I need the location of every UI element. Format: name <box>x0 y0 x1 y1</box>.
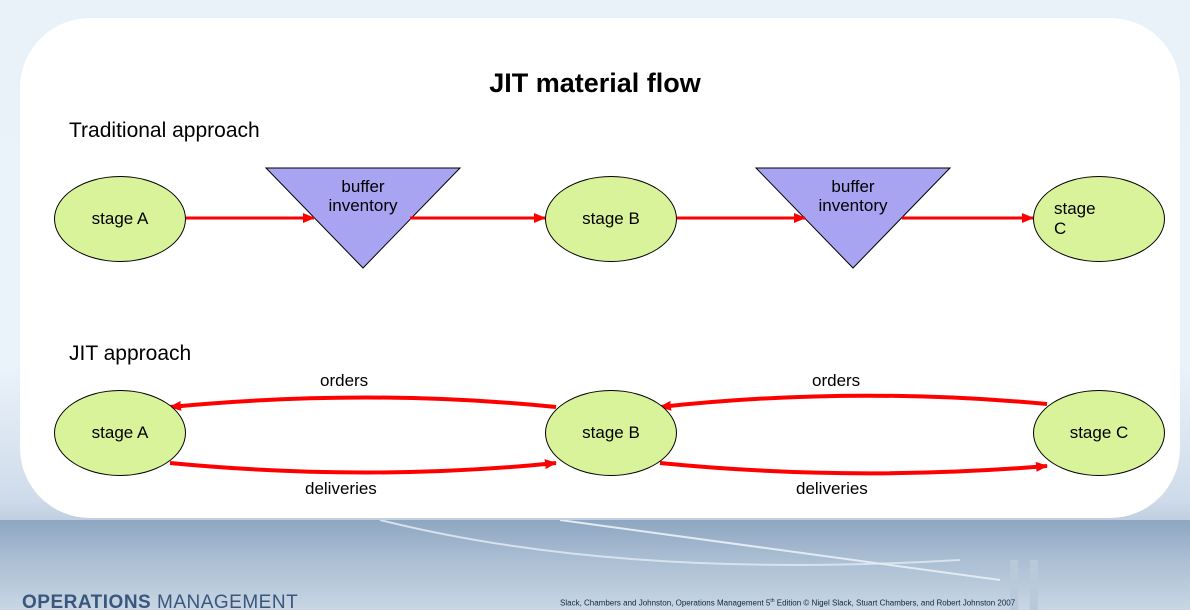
jit-stage-a: stage A <box>54 390 186 476</box>
traditional-stage-a: stage A <box>54 176 186 262</box>
jit-heading: JIT approach <box>69 342 192 365</box>
brand-bold: OPERATIONS <box>22 592 152 613</box>
buffer-inventory-1-line1: buffer <box>341 177 385 196</box>
slide-title: JIT material flow <box>489 68 701 98</box>
traditional-stage-c-line2: C <box>1054 219 1067 238</box>
buffer-inventory-2-line1: buffer <box>831 177 875 196</box>
brand-logo-text: OPERATIONS MANAGEMENT <box>22 592 298 614</box>
traditional-stage-c-line1: stage <box>1054 199 1096 218</box>
deliveries-arrow-b-to-c <box>659 461 1048 476</box>
orders-arrow-c-to-b <box>659 393 1048 411</box>
bridge-cables-decoration <box>379 519 1038 610</box>
copyright-credit: Slack, Chambers and Johnston, Operations… <box>560 598 1015 608</box>
traditional-heading: Traditional approach <box>69 119 260 142</box>
orders-arrow-b-to-a <box>169 395 557 411</box>
brand-thin: MANAGEMENT <box>157 592 299 613</box>
footer-bridge-image <box>0 519 1190 610</box>
credit-sup: th <box>770 598 775 604</box>
jit-stage-c-label: stage C <box>1069 423 1129 442</box>
jit-stage-c: stage C <box>1033 390 1165 476</box>
jit-stage-b-label: stage B <box>582 423 640 442</box>
traditional-stage-b: stage B <box>545 176 677 262</box>
jit-stage-b: stage B <box>545 390 677 476</box>
orders-label-left: orders <box>320 371 369 390</box>
traditional-stage-a-label: stage A <box>91 209 149 228</box>
buffer-inventory-2-line2: inventory <box>818 196 888 215</box>
orders-label-right: orders <box>812 371 861 390</box>
deliveries-arrow-a-to-b <box>169 459 557 475</box>
credit-post: Edition © Nigel Slack, Stuart Chambers, … <box>774 598 1016 608</box>
buffer-inventory-1-line2: inventory <box>328 196 398 215</box>
credit-pre: Slack, Chambers and Johnston, Operations… <box>560 598 771 608</box>
traditional-stage-b-label: stage B <box>582 209 640 228</box>
deliveries-label-left: deliveries <box>305 479 377 498</box>
jit-stage-a-label: stage A <box>91 423 149 442</box>
deliveries-label-right: deliveries <box>796 479 868 498</box>
